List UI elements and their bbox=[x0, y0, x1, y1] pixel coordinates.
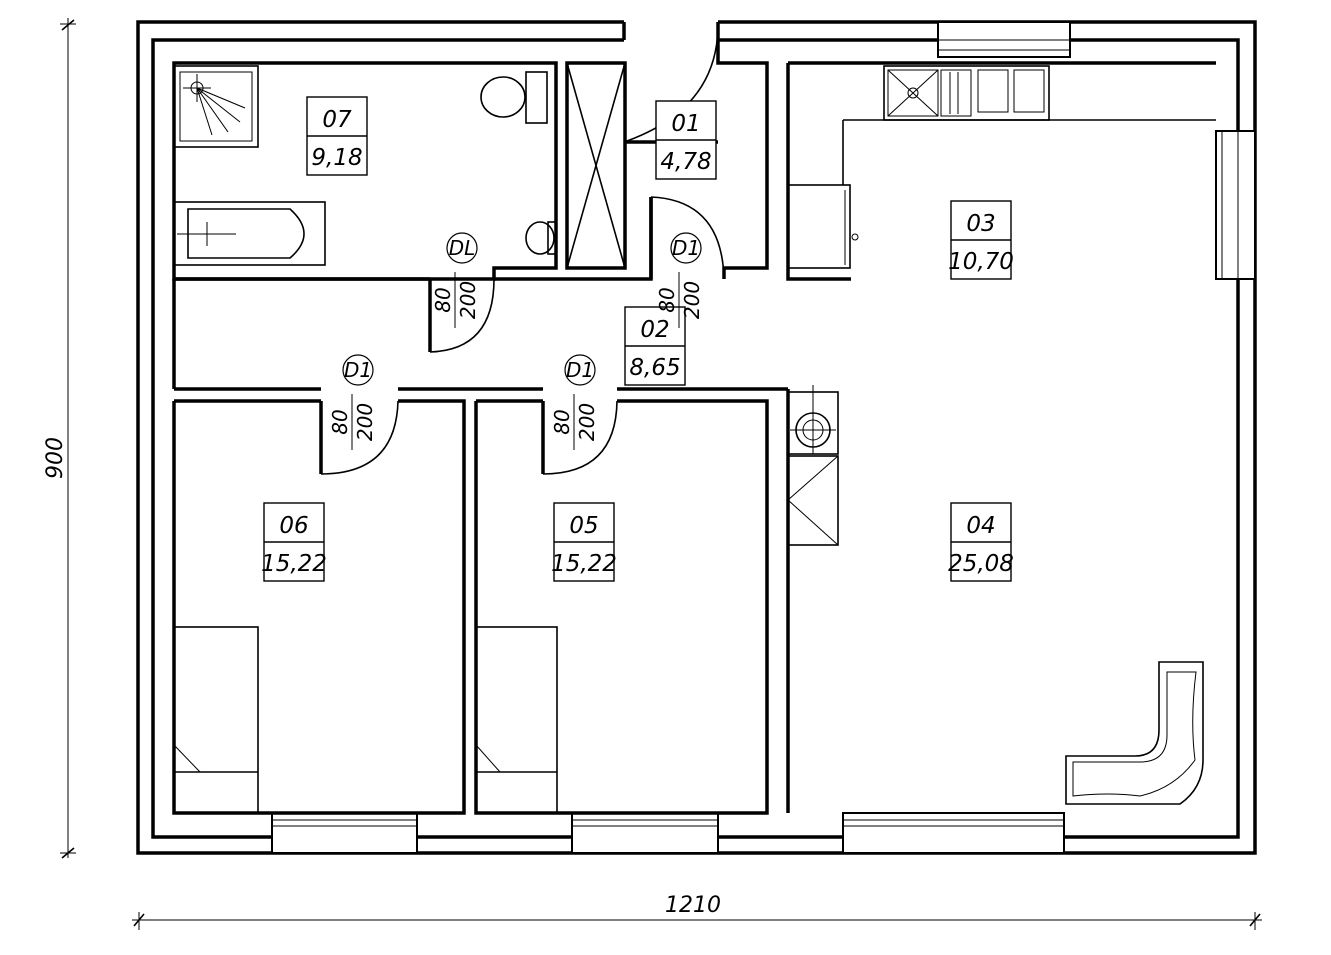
door-width: 80 bbox=[431, 287, 455, 312]
door-type: D1 bbox=[672, 236, 700, 260]
room-number: 01 bbox=[671, 111, 700, 137]
cabinet-icon bbox=[787, 455, 839, 546]
width-dimension-label: 1210 bbox=[665, 893, 721, 918]
toilet-icon bbox=[480, 71, 548, 124]
bathtub-icon bbox=[173, 201, 326, 266]
sink-icon bbox=[525, 221, 557, 255]
dimension-horizontal: 1210 bbox=[132, 893, 1262, 930]
room-label-06: 06 15,22 bbox=[261, 502, 327, 582]
room-area: 4,78 bbox=[660, 149, 711, 175]
room-number: 07 bbox=[322, 107, 352, 133]
refrigerator-icon bbox=[787, 184, 859, 269]
door-type: D1 bbox=[566, 358, 594, 382]
room-area: 10,70 bbox=[948, 249, 1014, 275]
door-height: 200 bbox=[353, 403, 377, 441]
room-area: 9,18 bbox=[311, 145, 362, 171]
dimension-vertical: 900 bbox=[43, 18, 76, 859]
door-height: 200 bbox=[575, 403, 599, 441]
window-top-kitchen bbox=[937, 21, 1071, 58]
room-number: 02 bbox=[640, 317, 669, 343]
bed-room06-icon bbox=[173, 626, 259, 814]
door-width: 80 bbox=[328, 409, 352, 434]
height-dimension-label: 900 bbox=[43, 437, 68, 479]
door-type: DL bbox=[449, 236, 476, 260]
room-number: 04 bbox=[966, 513, 995, 539]
room-label-04: 04 25,08 bbox=[948, 502, 1014, 582]
door-bathroom bbox=[428, 278, 495, 353]
bed-room05-icon bbox=[475, 626, 558, 814]
door-entrance bbox=[623, 27, 719, 143]
door-room06 bbox=[319, 400, 399, 475]
room-area: 15,22 bbox=[551, 551, 617, 577]
shower-icon bbox=[173, 65, 259, 148]
room-label-05: 05 15,22 bbox=[551, 502, 617, 582]
stove-icon bbox=[787, 385, 839, 455]
room-number: 05 bbox=[569, 513, 598, 539]
kitchen-counter-icon bbox=[842, 65, 1216, 185]
room-area: 15,22 bbox=[261, 551, 327, 577]
door-width: 80 bbox=[550, 409, 574, 434]
room-area: 25,08 bbox=[948, 551, 1014, 577]
window-bottom-room05 bbox=[571, 812, 719, 854]
door-kitchen bbox=[649, 196, 725, 280]
room-label-01: 014,78 bbox=[655, 100, 717, 180]
window-right-kitchen bbox=[1215, 130, 1256, 280]
window-bottom-room06 bbox=[271, 812, 418, 854]
room-number: 06 bbox=[279, 513, 308, 539]
sofa-icon bbox=[1065, 661, 1204, 805]
room-area: 8,65 bbox=[629, 355, 680, 381]
room-label-07: 079,18 bbox=[306, 96, 368, 176]
room-number: 03 bbox=[966, 211, 995, 237]
window-bottom-room04 bbox=[842, 812, 1065, 854]
door-height: 200 bbox=[456, 281, 480, 319]
room-label-02: 028,65 bbox=[624, 306, 686, 386]
room-label-03: 03 10,70 bbox=[948, 200, 1014, 280]
door-width: 80 bbox=[655, 287, 679, 312]
door-room05 bbox=[541, 400, 618, 475]
door-type: D1 bbox=[344, 358, 372, 382]
door-height: 200 bbox=[680, 281, 704, 319]
